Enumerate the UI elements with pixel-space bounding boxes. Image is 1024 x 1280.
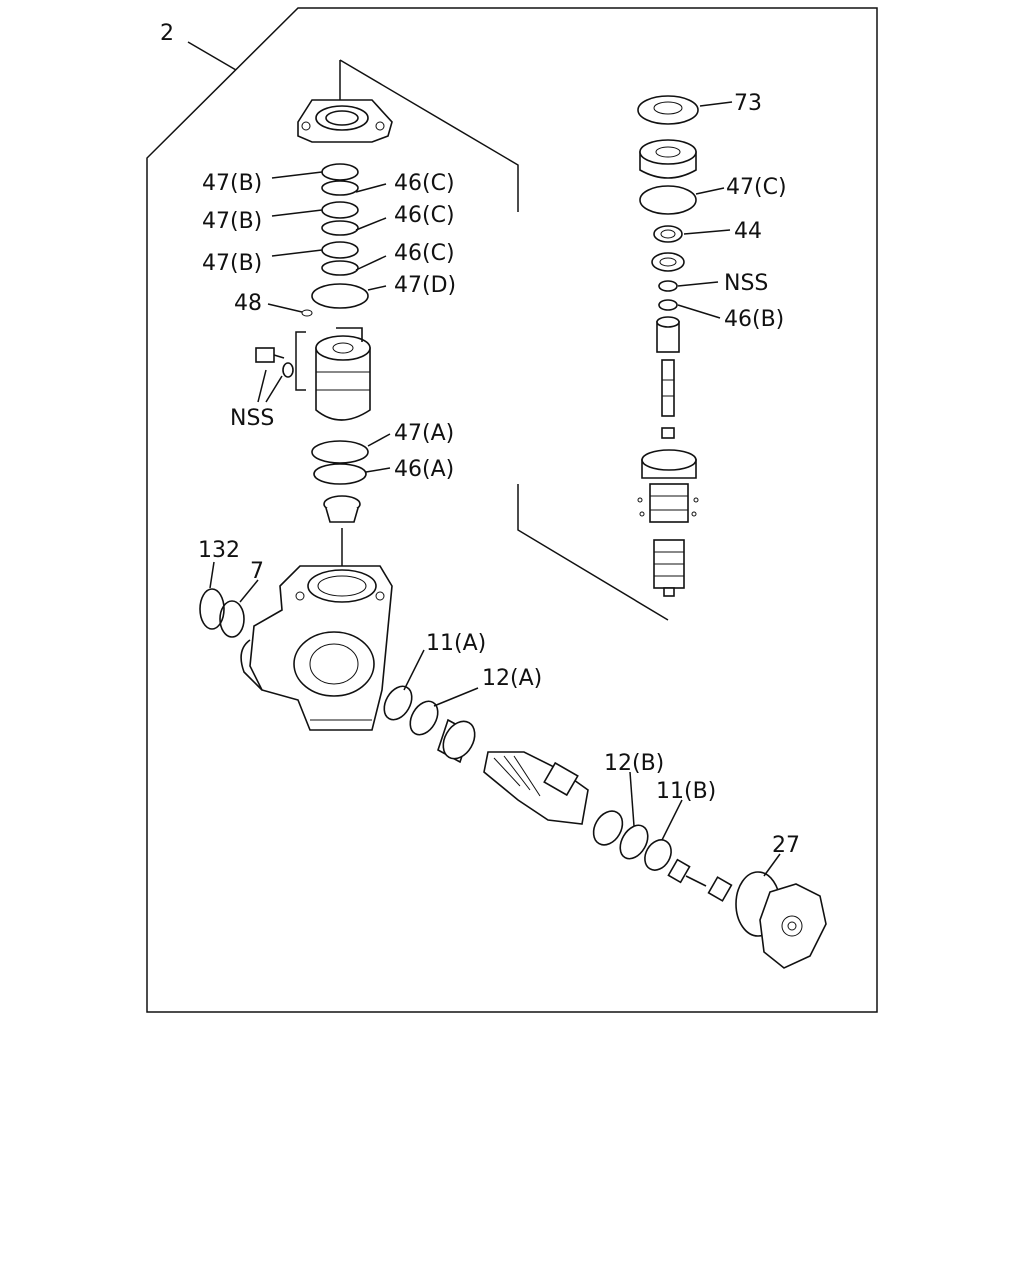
label-47c: 47(C) xyxy=(726,175,787,200)
label-12b: 12(B) xyxy=(604,751,664,776)
label-47a: 47(A) xyxy=(394,421,454,446)
label-47b-3: 47(B) xyxy=(202,251,262,276)
lower-ring-pair xyxy=(311,440,369,485)
label-48: 48 xyxy=(234,291,262,316)
bolt-and-washer xyxy=(255,347,294,378)
leader-lines xyxy=(209,101,781,877)
label-46c-1: 46(C) xyxy=(394,171,455,196)
label-7: 7 xyxy=(250,559,264,584)
valve-housing-cap xyxy=(297,99,393,143)
right-valve-column xyxy=(637,95,699,597)
piston-cylinder xyxy=(315,327,371,421)
ring-12b-11b xyxy=(619,824,672,871)
side-cover xyxy=(735,871,827,969)
valve-seat xyxy=(323,495,361,523)
label-46c-3: 46(C) xyxy=(394,241,455,266)
ring-11a-12a xyxy=(383,685,439,736)
roller-bearing xyxy=(592,810,624,846)
bracket-lower xyxy=(295,331,669,621)
label-kit: 2 xyxy=(160,21,174,46)
gear-housing xyxy=(240,565,393,731)
needle-bearing xyxy=(437,718,476,764)
label-46a: 46(A) xyxy=(394,457,454,482)
label-nss-right: NSS xyxy=(724,271,768,296)
leader-nss-left xyxy=(257,369,283,403)
o-ring-stack xyxy=(301,163,369,317)
sector-shaft xyxy=(483,751,589,825)
label-132: 132 xyxy=(198,538,240,563)
label-12a: 12(A) xyxy=(482,666,542,691)
kit-frame xyxy=(146,7,878,1013)
label-46c-2: 46(C) xyxy=(394,203,455,228)
label-11a: 11(A) xyxy=(426,631,486,656)
label-11b: 11(B) xyxy=(656,779,716,804)
leader-kit xyxy=(187,41,237,71)
label-47b-1: 47(B) xyxy=(202,171,262,196)
label-47b-2: 47(B) xyxy=(202,209,262,234)
part-labels: 2 47(B) 47(B) 47(B) 46(C) 46(C) 46(C) 47… xyxy=(160,21,800,858)
adjusting-bolt xyxy=(667,858,733,902)
label-nss-left: NSS xyxy=(230,406,274,431)
label-27: 27 xyxy=(772,833,800,858)
label-44: 44 xyxy=(734,219,762,244)
label-73: 73 xyxy=(734,91,762,116)
seal-132-ring-7 xyxy=(199,588,245,638)
label-46b: 46(B) xyxy=(724,307,784,332)
label-47d: 47(D) xyxy=(394,273,456,298)
